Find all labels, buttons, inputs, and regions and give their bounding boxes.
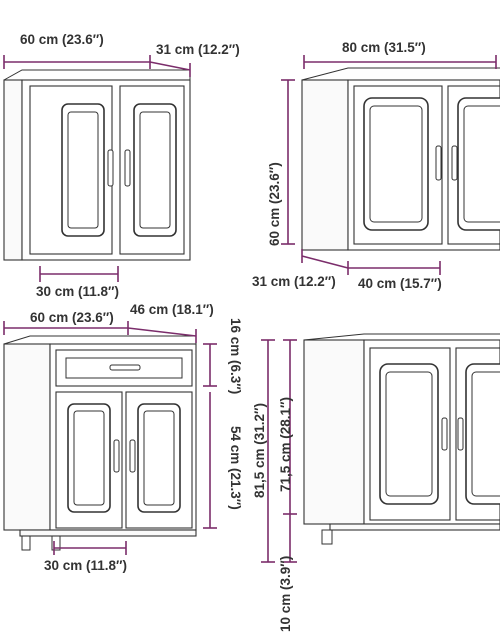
cabinet-side-panel bbox=[3, 343, 51, 531]
wall-cabinet-80 bbox=[301, 67, 500, 251]
door-glass-panel bbox=[137, 403, 181, 513]
dimension-label: 60 cm (23.6″) bbox=[267, 162, 282, 246]
dimension-b-height: 60 cm (23.6″) bbox=[267, 79, 295, 246]
dimension-label: 30 cm (11.8″) bbox=[44, 558, 127, 573]
cabinet-side-panel bbox=[301, 79, 349, 251]
door-glass-panel bbox=[379, 363, 439, 505]
dimension-label: 16 cm (6.3″) bbox=[228, 318, 243, 394]
cabinet-side-panel bbox=[3, 79, 23, 261]
drawer-handle bbox=[109, 364, 141, 371]
door-handle bbox=[107, 149, 114, 187]
dimension-d-legs: 10 cm (3.9″) bbox=[278, 514, 297, 632]
wall-cabinet-60 bbox=[3, 69, 191, 261]
dimension-c-depth: 46 cm (18.1″) bbox=[127, 302, 214, 343]
dimension-label: 60 cm (23.6″) bbox=[20, 32, 104, 47]
door-glass-panel bbox=[61, 103, 105, 237]
dimension-label: 30 cm (11.8″) bbox=[36, 284, 119, 299]
door-handle bbox=[457, 417, 464, 451]
dimension-c-inner: 30 cm (11.8″) bbox=[44, 541, 127, 573]
door-glass-panel bbox=[457, 97, 500, 231]
door-handle bbox=[113, 439, 120, 473]
dimension-b-inner: 40 cm (15.7″) bbox=[348, 261, 442, 291]
dimension-a-inner: 30 cm (11.8″) bbox=[36, 266, 119, 299]
door-glass-panel bbox=[67, 403, 111, 513]
dimension-a-width: 60 cm (23.6″) bbox=[3, 32, 151, 69]
door-handle bbox=[435, 145, 442, 181]
cabinet-leg bbox=[321, 529, 333, 545]
dimension-d-total: 81,5 cm (31.2″) bbox=[252, 339, 275, 563]
dimension-label: 71,5 cm (28.1″) bbox=[278, 397, 293, 492]
dimension-c-doors: 54 cm (21.3″) bbox=[203, 392, 243, 529]
dimension-label: 54 cm (21.3″) bbox=[228, 426, 243, 510]
dimension-label: 80 cm (31.5″) bbox=[342, 40, 426, 55]
dimension-c-drawer: 16 cm (6.3″) bbox=[203, 318, 243, 394]
door-handle bbox=[441, 417, 448, 451]
dimension-b-width: 80 cm (31.5″) bbox=[303, 40, 497, 69]
dimension-b-depth: 31 cm (12.2″) bbox=[252, 249, 349, 289]
cabinet-side-panel bbox=[303, 339, 365, 525]
base-cabinet-60 bbox=[3, 335, 197, 551]
door-glass-panel bbox=[363, 97, 429, 231]
door-handle bbox=[124, 149, 131, 187]
dimension-label: 40 cm (15.7″) bbox=[358, 276, 442, 291]
cabinet-leg bbox=[21, 535, 31, 551]
dimension-d-body: 71,5 cm (28.1″) bbox=[278, 339, 297, 515]
door-handle bbox=[129, 439, 136, 473]
dimension-a-depth: 31 cm (12.2″) bbox=[149, 42, 240, 77]
sink-cabinet-80 bbox=[303, 333, 500, 545]
door-glass-panel bbox=[465, 363, 500, 505]
dimension-label: 46 cm (18.1″) bbox=[130, 302, 214, 317]
door-handle bbox=[451, 145, 458, 181]
dimension-label: 10 cm (3.9″) bbox=[278, 556, 293, 632]
door-glass-panel bbox=[133, 103, 177, 237]
dimension-label: 81,5 cm (31.2″) bbox=[252, 403, 267, 498]
dimension-label: 31 cm (12.2″) bbox=[156, 42, 240, 57]
dimension-label: 60 cm (23.6″) bbox=[30, 310, 114, 325]
cabinet-leg bbox=[51, 535, 61, 551]
dimension-c-width: 60 cm (23.6″) bbox=[3, 310, 129, 335]
dimension-label: 31 cm (12.2″) bbox=[252, 274, 336, 289]
